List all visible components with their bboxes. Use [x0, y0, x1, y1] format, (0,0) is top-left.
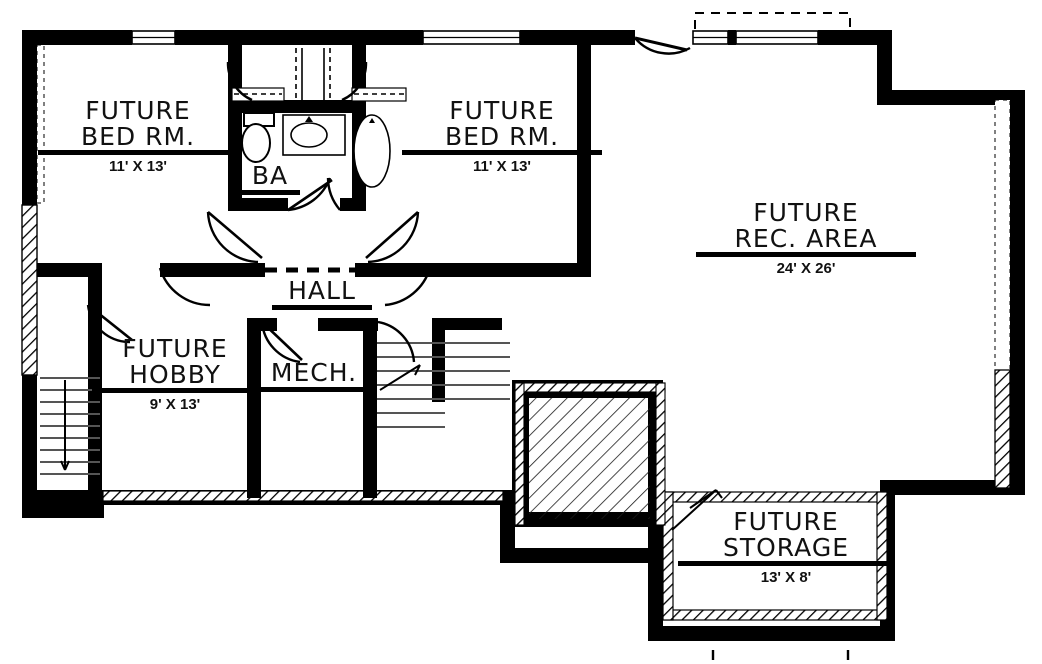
room-name-line1: FUTURE [733, 507, 839, 536]
stairs-center [377, 330, 510, 428]
room-label-storage: FUTURE STORAGE 13' X 8' [678, 509, 894, 585]
bathroom-fixtures [241, 112, 391, 188]
hatched-wall-liners [36, 44, 1011, 621]
room-name-line1: FUTURE [753, 198, 859, 227]
room-name: MECH. [258, 360, 370, 392]
room-dimension: 9' X 13' [149, 396, 201, 413]
room-dimension: 13' X 8' [760, 569, 812, 586]
room-name-line1: FUTURE [85, 96, 191, 125]
room-label-hobby: FUTURE HOBBY 9' X 13' [92, 336, 258, 412]
room-name-line2: BED RM. [38, 123, 238, 155]
room-dimension: 11' X 13' [108, 158, 167, 175]
toilet-icon [241, 112, 275, 163]
crawlspace [525, 394, 654, 523]
room-name-line2: REC. AREA [696, 225, 916, 257]
closet-shelf-left [231, 87, 285, 102]
room-name-line2: HOBBY [92, 361, 258, 393]
room-dimension: 11' X 13' [472, 158, 531, 175]
room-label-bed-left: FUTURE BED RM. 11' X 13' [38, 98, 238, 174]
room-label-bed-right: FUTURE BED RM. 11' X 13' [402, 98, 602, 174]
room-label-rec-area: FUTURE REC. AREA 24' X 26' [696, 200, 916, 276]
room-name: HALL [272, 278, 372, 310]
window-top-right-b [692, 30, 819, 45]
room-name-line1: FUTURE [449, 96, 555, 125]
header-dashed [694, 12, 851, 29]
dimension-ticks [711, 650, 850, 660]
vanity-sink-icon [282, 114, 346, 156]
room-dimension: 24' X 26' [776, 260, 836, 277]
room-name-line2: BED RM. [402, 123, 602, 155]
stairs-left [40, 377, 100, 475]
closet-shelf-right [351, 87, 407, 102]
window-top-right-a [422, 30, 521, 45]
bathtub-icon [353, 114, 391, 188]
room-name: BA [240, 163, 300, 195]
room-name-line1: FUTURE [122, 334, 228, 363]
room-label-mech: MECH. [258, 360, 370, 392]
room-label-hall: HALL [272, 278, 372, 310]
room-label-bath: BA [240, 163, 300, 195]
room-name-line2: STORAGE [678, 534, 894, 566]
door-swings [86, 36, 723, 531]
window-top-left [131, 30, 176, 45]
